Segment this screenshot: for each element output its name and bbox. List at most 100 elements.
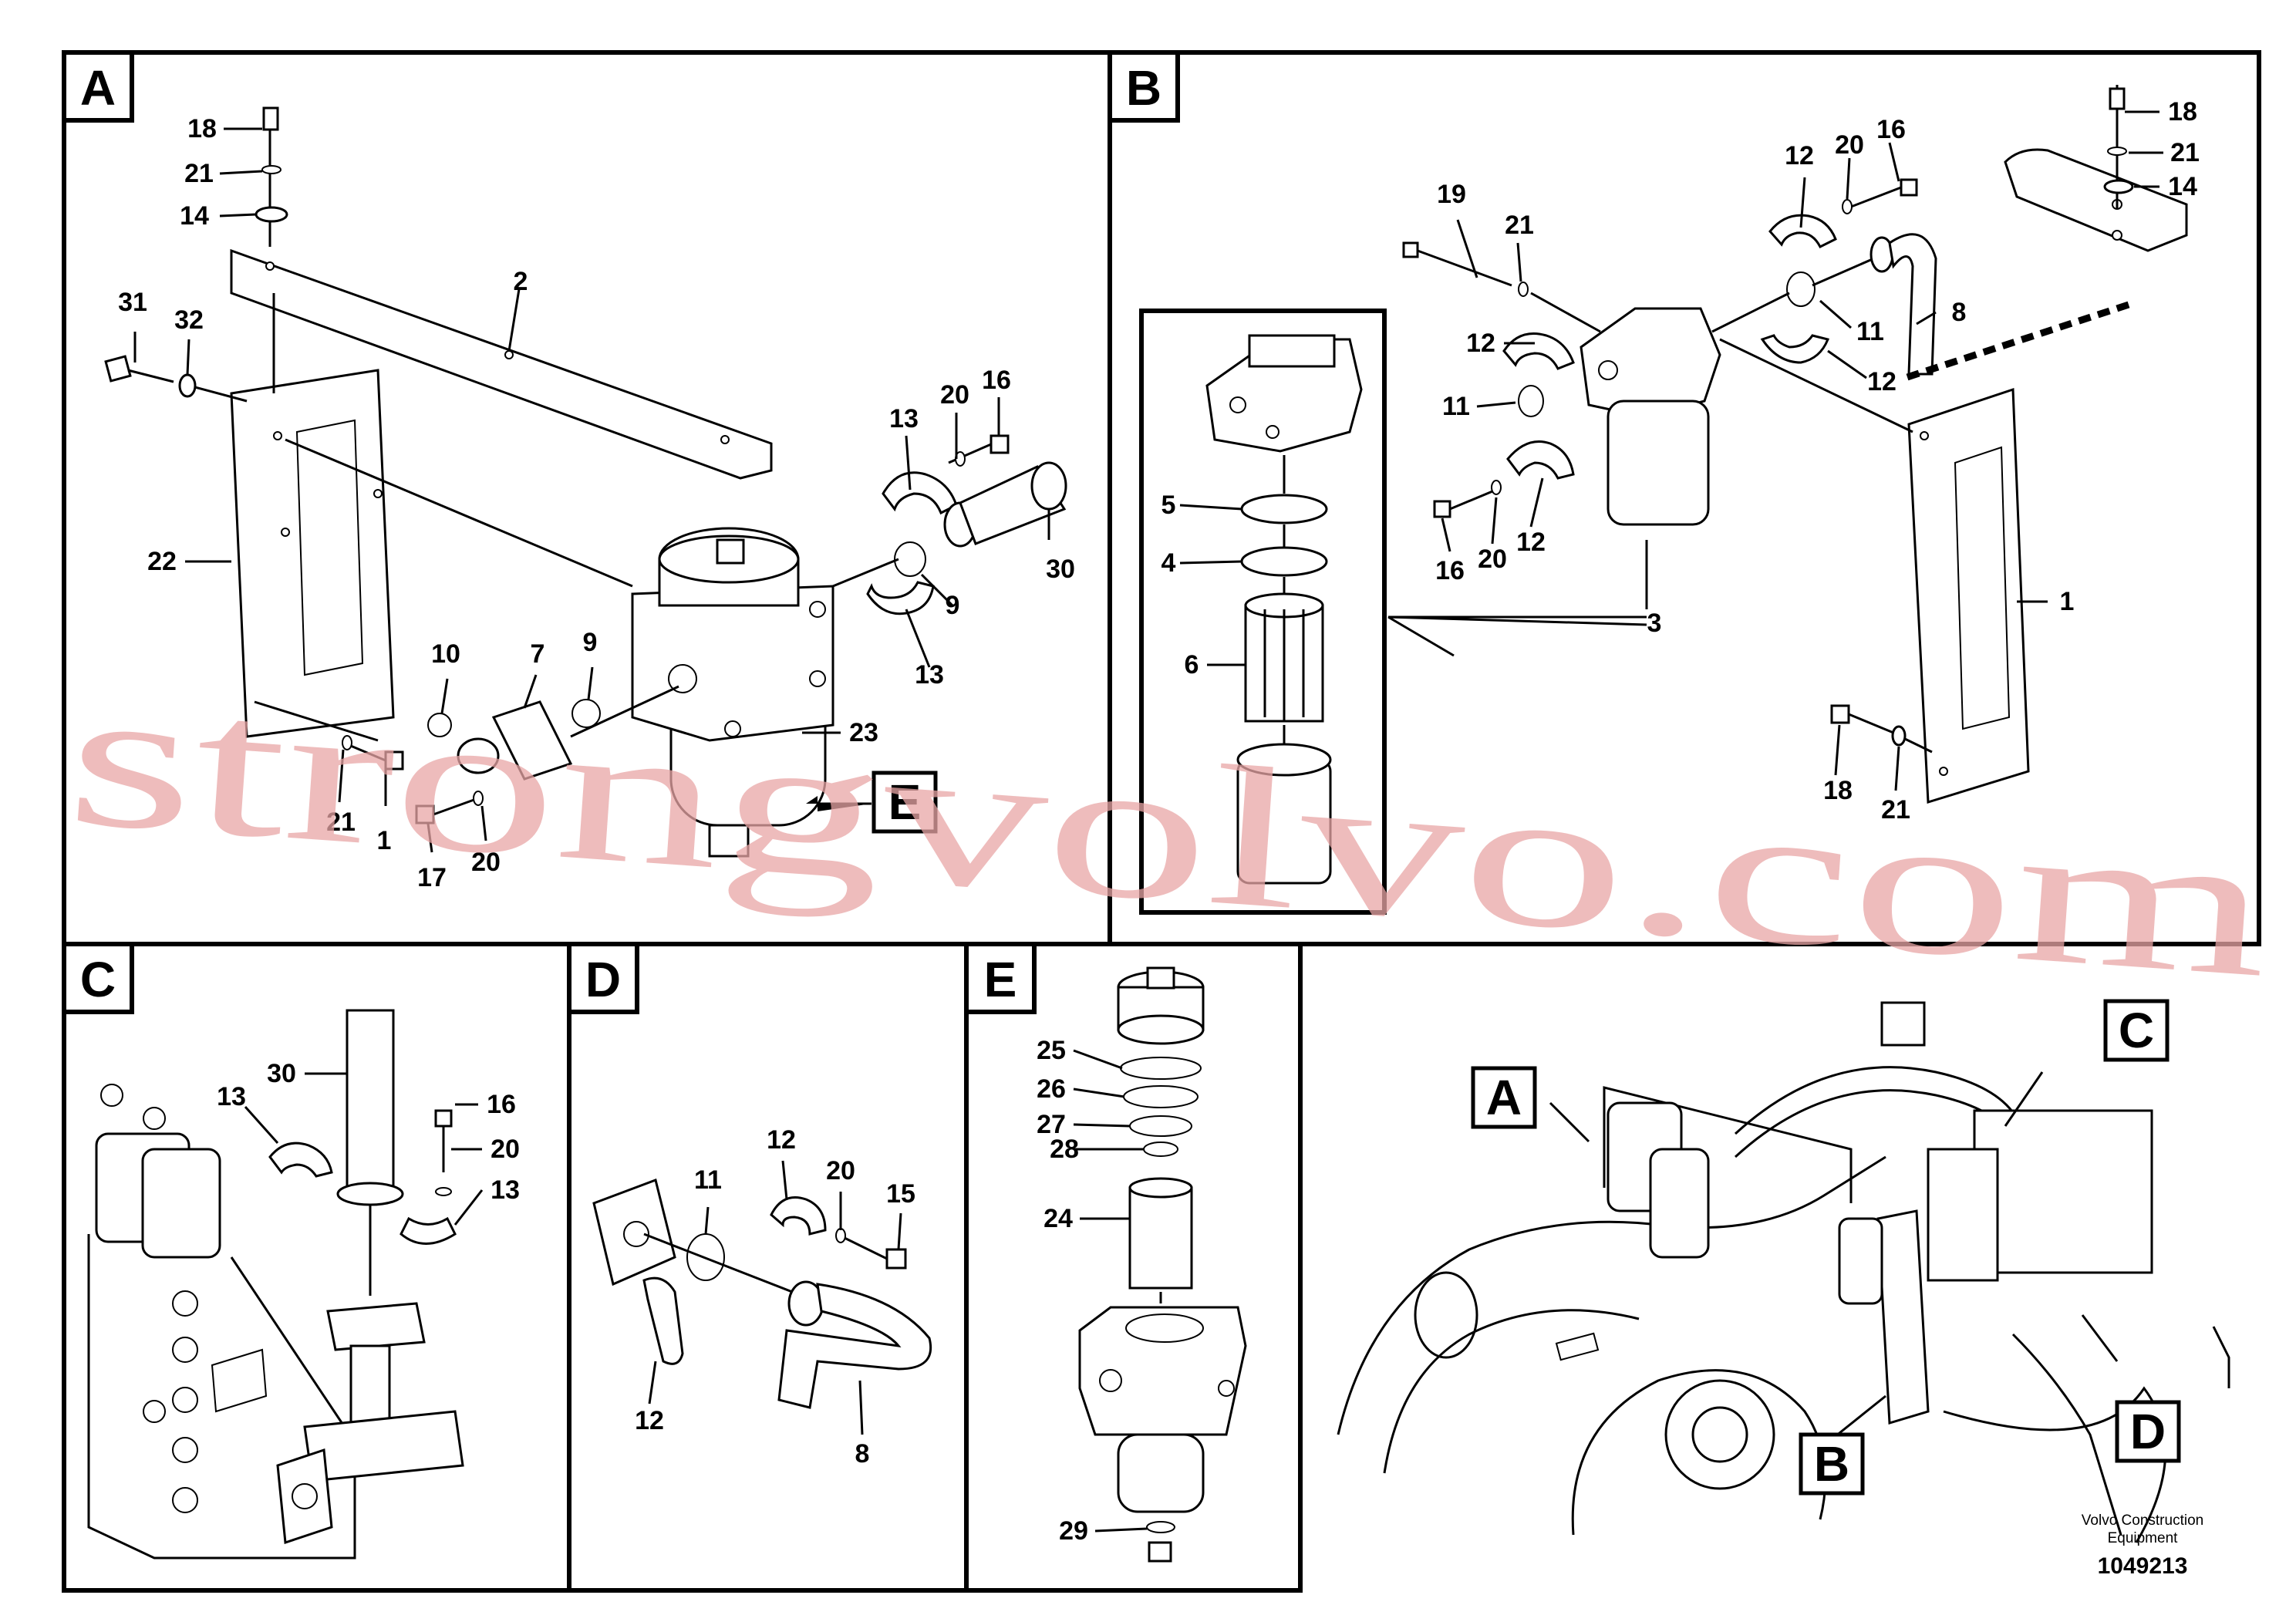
callout-6: 6	[1185, 650, 1199, 679]
bracket-plate	[2004, 148, 2188, 252]
bolt-icon	[1830, 704, 1933, 754]
bolt-icon	[1402, 241, 1601, 333]
washer-icon	[2103, 179, 2134, 194]
callout-9b: 9	[583, 628, 598, 657]
footer: Volvo Construction Equipment 1049213	[2082, 1512, 2203, 1579]
callout-9: 9	[946, 591, 960, 620]
callout-8: 8	[1952, 298, 1967, 327]
callout-2: 2	[514, 267, 528, 296]
bolt-icon	[262, 106, 279, 162]
panel-e-reference: E	[888, 774, 922, 830]
bolt-icon	[342, 735, 404, 771]
callout-12c: 12	[1867, 367, 1896, 396]
callout-13b: 13	[915, 660, 944, 690]
overview-ref-d: D	[2130, 1404, 2166, 1459]
clamp-icon	[866, 471, 958, 615]
panel-b: B	[1108, 50, 2261, 946]
exploded-view-inset	[1139, 309, 1387, 915]
callout-12b: 12	[1785, 141, 1814, 170]
mounting-frame	[230, 369, 395, 738]
flange-block-icon	[592, 1179, 676, 1286]
dashed-link	[1903, 301, 2130, 382]
filter-assembly	[1580, 307, 1721, 526]
callout-12f: 12	[635, 1406, 664, 1435]
mounting-frame	[1907, 387, 2030, 804]
overview-ref-b: B	[1814, 1436, 1849, 1492]
callout-17: 17	[417, 863, 447, 892]
clamp-icon	[268, 1141, 333, 1178]
callout-10: 10	[431, 639, 460, 669]
callout-19: 19	[1437, 180, 1466, 209]
callout-30: 30	[1046, 555, 1075, 584]
callout-15: 15	[886, 1179, 915, 1209]
o-ring-icon	[1129, 1115, 1192, 1137]
callout-3: 3	[1647, 609, 1662, 638]
overview-ref-a: A	[1486, 1070, 1522, 1125]
callout-18b: 18	[2168, 97, 2197, 126]
hose-icon	[777, 1280, 932, 1409]
callout-18: 18	[187, 114, 217, 143]
callout-12d: 12	[1516, 528, 1546, 557]
panel-a: A	[62, 50, 1112, 946]
callout-leaders-d	[648, 1160, 902, 1435]
panel-c-label: C	[80, 952, 116, 1007]
overview-ref-c: C	[2119, 1003, 2154, 1058]
callout-21: 21	[184, 159, 214, 188]
callout-20c: 20	[1835, 130, 1864, 160]
filter-element-icon	[1128, 1177, 1193, 1290]
hose-icon	[943, 461, 1067, 548]
bolt-icon	[415, 791, 484, 824]
callout-13d: 13	[491, 1175, 520, 1205]
callout-8b: 8	[855, 1439, 870, 1469]
o-ring-icon	[571, 699, 601, 728]
callout-24: 24	[1043, 1204, 1073, 1233]
brand-line-2: Equipment	[2108, 1530, 2179, 1546]
panel-e: E 25 26 27 28 24	[964, 942, 1303, 1593]
callout-20f: 20	[826, 1156, 855, 1185]
callout-22: 22	[147, 547, 177, 576]
hose-icon	[1870, 233, 1937, 376]
o-ring-icon	[894, 541, 926, 577]
control-valve-block	[87, 1084, 356, 1560]
bolt-icon	[1842, 178, 1918, 214]
callout-29: 29	[1059, 1516, 1088, 1546]
panel-a-label: A	[80, 60, 116, 116]
callout-23: 23	[849, 718, 878, 747]
callout-leaders-a	[133, 127, 1050, 853]
callout-31: 31	[118, 288, 147, 317]
fitting-icon	[457, 700, 573, 781]
pipe-flange-icon	[276, 1302, 464, 1545]
clamp-icon	[1502, 214, 1837, 480]
callout-21b: 21	[326, 808, 356, 837]
callout-14b: 14	[2168, 172, 2197, 201]
panel-e-label: E	[984, 952, 1017, 1007]
callout-leaders-b	[1179, 110, 2163, 791]
callout-21e: 21	[1881, 795, 1910, 824]
document-number: 1049213	[2098, 1553, 2188, 1579]
bolt-icon	[104, 355, 248, 403]
washer-icon	[255, 206, 288, 223]
callout-16: 16	[982, 366, 1011, 395]
drain-plug-icon	[1148, 1541, 1172, 1563]
callout-28: 28	[1050, 1135, 1079, 1164]
callout-leaders-e	[1073, 1049, 1148, 1533]
o-ring-icon	[1120, 1057, 1202, 1080]
o-ring-icon	[1518, 385, 1544, 417]
callout-26: 26	[1037, 1074, 1066, 1104]
callout-21d: 21	[2170, 138, 2200, 167]
o-ring-icon	[1146, 1521, 1175, 1533]
filter-housing	[1078, 1306, 1247, 1513]
callout-20: 20	[940, 380, 969, 410]
bolt-icon	[835, 1228, 907, 1270]
callout-1: 1	[377, 826, 392, 855]
callout-11b: 11	[1442, 392, 1470, 421]
bracket-plate	[230, 248, 773, 480]
callout-27: 27	[1037, 1110, 1066, 1139]
filter-element-icon	[1244, 592, 1324, 723]
o-ring-icon	[1123, 1085, 1199, 1108]
filter-head-icon	[1205, 334, 1363, 453]
callout-21c: 21	[1505, 211, 1534, 240]
filter-cap-icon	[1117, 966, 1205, 1045]
o-ring-icon	[1240, 494, 1328, 524]
